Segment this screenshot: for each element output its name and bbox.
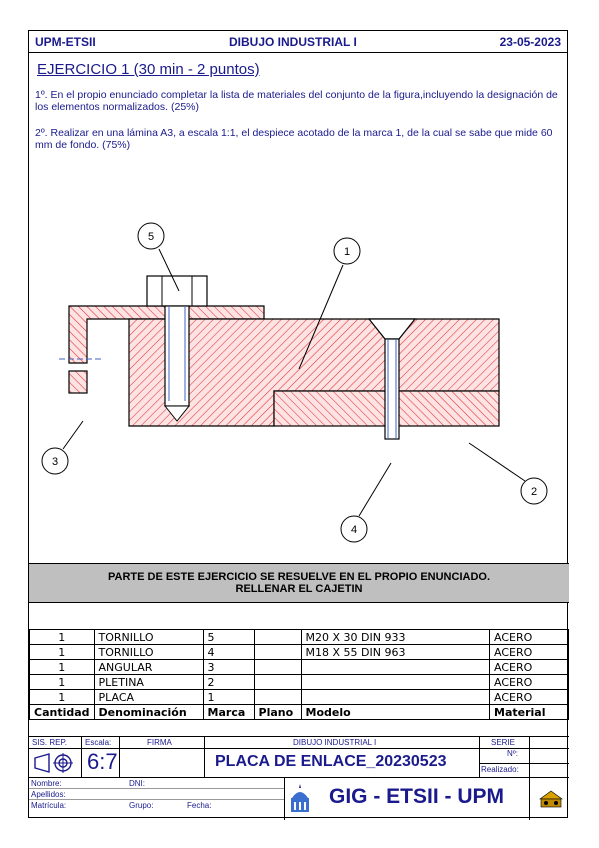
callout-4 <box>340 515 368 543</box>
bom-cell[interactable]: TORNILLO <box>93 644 204 660</box>
bom-cell[interactable]: M20 X 30 DIN 933 <box>300 629 491 645</box>
callout-3 <box>41 447 69 475</box>
bom-header: Marca <box>202 704 255 720</box>
bom-cell[interactable] <box>300 659 491 675</box>
exam-sheet: UPM-ETSII DIBUJO INDUSTRIAL I 23-05-2023… <box>28 30 569 820</box>
bom-header: Plano <box>253 704 302 720</box>
bom-cell[interactable]: ACERO <box>489 689 569 705</box>
bom-cell[interactable]: ACERO <box>489 674 569 690</box>
plate-title: PLACA DE ENLACE_20230523 <box>215 753 447 770</box>
table-row: 1 TORNILLO 5 M20 X 30 DIN 933 ACERO <box>29 629 569 645</box>
bom-cell[interactable]: 1 <box>29 689 95 705</box>
nombre-label: Nombre: <box>31 779 62 788</box>
bom-cell[interactable]: ANGULAR <box>93 659 204 675</box>
bom-cell[interactable]: ACERO <box>489 659 569 675</box>
callout-2 <box>520 477 548 505</box>
table-row: 1 PLACA 1 ACERO <box>29 689 569 705</box>
bom-cell[interactable]: 4 <box>202 644 255 660</box>
bom-cell[interactable]: PLETINA <box>93 674 204 690</box>
header-course: DIBUJO INDUSTRIAL I <box>229 35 357 49</box>
exercise-title: EJERCICIO 1 (30 min - 2 puntos) <box>37 61 260 78</box>
callout-5 <box>137 222 165 250</box>
scale-value: 6:7 <box>87 749 118 774</box>
etsii-logo-icon <box>539 790 563 808</box>
angular-leg <box>68 370 88 394</box>
header-date: 23-05-2023 <box>499 35 561 49</box>
realizado-label: Realizado: <box>481 765 519 774</box>
bom-cell[interactable]: M18 X 55 DIN 963 <box>300 644 491 660</box>
bill-of-materials: 1 TORNILLO 5 M20 X 30 DIN 933 ACERO 1 TO… <box>29 629 569 720</box>
page-header: UPM-ETSII DIBUJO INDUSTRIAL I 23-05-2023 <box>29 31 567 53</box>
numero-label: Nº: <box>507 749 518 758</box>
callout-5-label: 5 <box>148 231 154 243</box>
bom-header: Denominación <box>93 704 204 720</box>
bom-header: Material <box>489 704 569 720</box>
bom-cell[interactable] <box>253 659 302 675</box>
callout-1-label: 1 <box>344 246 350 258</box>
bom-cell[interactable]: 3 <box>202 659 255 675</box>
bom-cell[interactable] <box>300 689 491 705</box>
notice-line-1: PARTE DE ESTE EJERCICIO SE RESUELVE EN E… <box>107 571 490 583</box>
firma-label: FIRMA <box>147 738 172 747</box>
sis-rep-label: SIS. REP. <box>32 738 67 747</box>
bom-cell[interactable]: ACERO <box>489 644 569 660</box>
dibujo-label: DIBUJO INDUSTRIAL I <box>293 738 377 747</box>
bom-cell[interactable]: 1 <box>29 659 95 675</box>
bom-cell[interactable]: TORNILLO <box>93 629 204 645</box>
callout-4-label: 4 <box>351 524 357 536</box>
dni-label: DNI: <box>129 779 145 788</box>
callout-3-label: 3 <box>52 456 58 468</box>
bom-cell[interactable] <box>253 644 302 660</box>
bom-cell[interactable]: PLACA <box>93 689 204 705</box>
projection-symbol-icon <box>34 753 73 773</box>
bom-cell[interactable] <box>253 674 302 690</box>
table-row: 1 ANGULAR 3 ACERO <box>29 659 569 675</box>
bom-cell[interactable] <box>253 629 302 645</box>
bom-cell[interactable]: 2 <box>202 674 255 690</box>
bom-header-row: Cantidad Denominación Marca Plano Modelo… <box>29 704 569 720</box>
bom-cell[interactable] <box>300 674 491 690</box>
bom-header: Cantidad <box>29 704 95 720</box>
bom-cell[interactable]: 5 <box>202 629 255 645</box>
screw-shank <box>384 338 400 440</box>
instruction-1: 1º. En el propio enunciado completar la … <box>35 89 558 113</box>
grupo-label: Grupo: <box>129 801 154 810</box>
bom-cell[interactable]: 1 <box>29 674 95 690</box>
callout-2-label: 2 <box>531 486 537 498</box>
bom-cell[interactable]: ACERO <box>489 629 569 645</box>
bom-header: Modelo <box>300 704 491 720</box>
serie-label: SERIE <box>491 738 516 747</box>
notice-band: PARTE DE ESTE EJERCICIO SE RESUELVE EN E… <box>29 563 569 603</box>
bom-cell[interactable]: 1 <box>29 644 95 660</box>
bom-cell[interactable]: 1 <box>202 689 255 705</box>
instruction-2: 2º. Realizar en una lámina A3, a escala … <box>35 127 553 151</box>
escala-label: Escala: <box>85 738 112 747</box>
notice-line-2: RELLENAR EL CAJETIN <box>235 583 363 595</box>
table-row: 1 TORNILLO 4 M18 X 55 DIN 963 ACERO <box>29 644 569 660</box>
fecha-label: Fecha: <box>187 801 212 810</box>
matricula-label: Matrícula: <box>31 801 67 810</box>
title-block: SIS. REP. Escala: FIRMA DIBUJO INDUSTRIA… <box>29 736 569 820</box>
bom-cell[interactable]: 1 <box>29 629 95 645</box>
upm-logo-icon <box>291 784 309 812</box>
technical-drawing: 5 1 3 2 4 <box>41 222 548 543</box>
bom-cell[interactable] <box>253 689 302 705</box>
bolt-head <box>146 275 208 307</box>
table-row: 1 PLETINA 2 ACERO <box>29 674 569 690</box>
apellidos-label: Apellidos: <box>31 790 66 799</box>
callout-1 <box>333 237 361 265</box>
school-name: GIG - ETSII - UPM <box>329 785 505 808</box>
header-school: UPM-ETSII <box>35 35 96 49</box>
